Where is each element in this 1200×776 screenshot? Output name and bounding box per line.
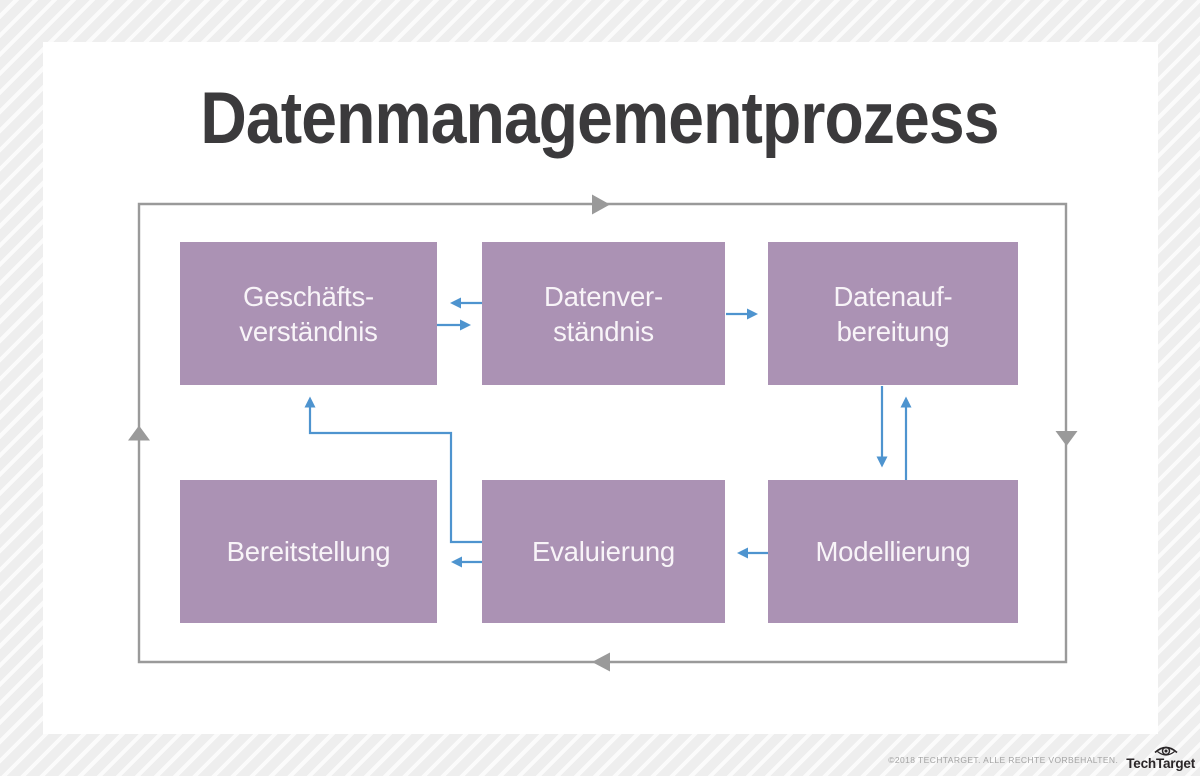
process-box-label: Datenver- xyxy=(544,280,663,312)
process-box-label: Modellierung xyxy=(815,536,971,567)
footer: ©2018 TECHTARGET. ALLE RECHTE VORBEHALTE… xyxy=(888,744,1195,771)
copyright-text: ©2018 TECHTARGET. ALLE RECHTE VORBEHALTE… xyxy=(888,755,1119,765)
process-box-modellierung: Modellierung xyxy=(768,480,1018,623)
process-box-evaluierung: Evaluierung xyxy=(482,480,725,623)
cycle-arrow-top-icon xyxy=(592,194,610,215)
process-box-label: verständnis xyxy=(239,315,378,347)
outer-cycle-arrowheads xyxy=(128,194,1078,672)
flow-arrow-evaluierung-to-geschaeftsverstaendnis xyxy=(308,406,482,544)
process-box-datenverstaendnis: Datenver- ständnis xyxy=(482,242,725,385)
cycle-arrow-left-icon xyxy=(128,425,150,441)
page-title-wrap: Datenmanagementprozess xyxy=(0,82,1200,156)
flow-arrowheads xyxy=(304,297,912,568)
techtarget-logo: TechTarget xyxy=(1126,744,1195,771)
cycle-arrow-bottom-icon xyxy=(592,652,610,672)
process-box-label: bereitung xyxy=(836,315,950,347)
techtarget-eye-icon xyxy=(1154,746,1178,756)
process-box-label: ständnis xyxy=(553,315,654,347)
page-title: Datenmanagementprozess xyxy=(200,78,1000,159)
process-box-bereitstellung: Bereitstellung xyxy=(180,480,437,623)
outer-cycle-loop xyxy=(137,202,1068,664)
cycle-arrow-right-icon xyxy=(1055,431,1078,446)
process-box-label: Geschäfts- xyxy=(243,280,374,312)
process-box-label: Bereitstellung xyxy=(226,536,391,567)
techtarget-logo-text: TechTarget xyxy=(1126,756,1195,771)
process-box-datenaufbereitung: Datenauf- bereitung xyxy=(768,242,1018,385)
process-box-label: Evaluierung xyxy=(531,536,676,567)
process-box-label: Datenauf- xyxy=(833,280,953,312)
process-box-geschaeftsverstaendnis: Geschäfts- verständnis xyxy=(180,242,437,385)
